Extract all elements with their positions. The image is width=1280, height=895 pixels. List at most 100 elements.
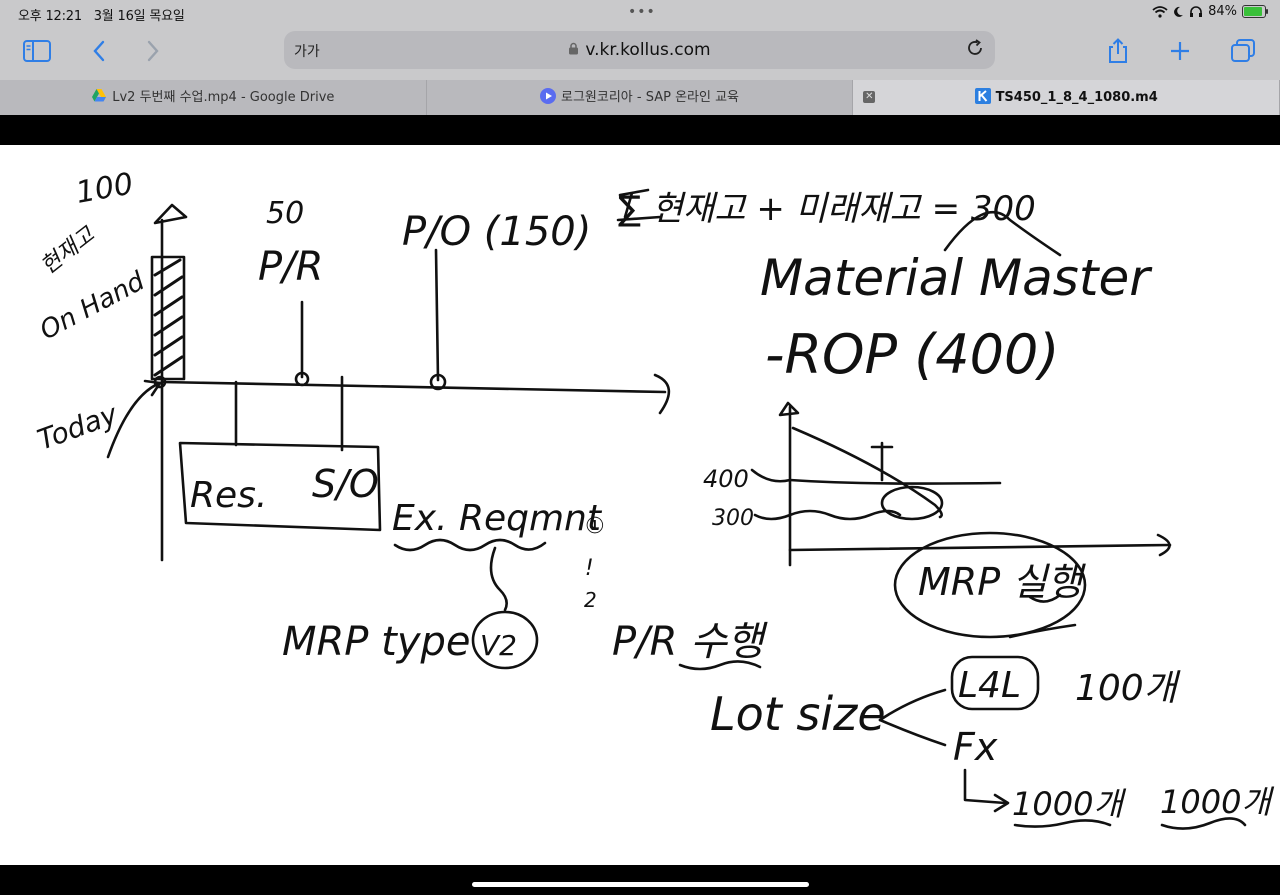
po-pin [434, 248, 440, 382]
graph-arrow-top [778, 401, 800, 417]
share-icon [1109, 38, 1127, 63]
pr-dot [294, 371, 310, 387]
fx-qty2-underline [1160, 817, 1247, 830]
lot-size-label: Lot size [710, 687, 886, 741]
tab-kollus-video[interactable]: ✕ TS450_1_8_4_1080.m4 [853, 80, 1280, 115]
pr-label: P/R [258, 244, 323, 290]
wifi-icon [1152, 5, 1168, 18]
battery-percent: 84% [1208, 4, 1237, 19]
mrp-run-circle [893, 531, 1087, 639]
tab-label: 로그원코리아 - SAP 온라인 교육 [561, 90, 740, 105]
fx-qty1-label: 1000개 [1012, 785, 1126, 823]
kollus-icon [974, 83, 991, 104]
close-tab-icon[interactable]: ✕ [863, 91, 876, 103]
mrp-run-tail [1008, 623, 1077, 639]
po-dot [429, 373, 447, 391]
graph-horizontal-axis [788, 543, 1172, 552]
status-date: 3월 16일 목요일 [93, 9, 185, 24]
formula-text: ∑ 현재고 + 미래재고 = 300 [618, 189, 1036, 229]
forward-button[interactable] [136, 36, 170, 66]
status-time: 오후 12:21 [18, 9, 82, 24]
tab-label: Lv2 두번째 수업.mp4 - Google Drive [112, 90, 335, 105]
today-arrow [106, 381, 162, 459]
whiteboard-frame: 100 현재고 On Hand Today 50 P/R P/O (150) ∑… [0, 145, 1280, 865]
pr-qty-label: 50 [266, 196, 304, 231]
tabs-icon [1231, 39, 1255, 62]
graph-300-label: 300 [712, 506, 754, 531]
tab-google-drive[interactable]: Lv2 두번째 수업.mp4 - Google Drive [0, 80, 427, 115]
timeline-arrow-head [653, 373, 671, 415]
reader-text-size-button[interactable]: 가가 [294, 44, 320, 60]
graph-arrow-right [1156, 533, 1171, 557]
l4l-box [950, 655, 1040, 711]
today-label: Today [33, 397, 122, 456]
axis-arrow-head [153, 203, 188, 225]
tab-bar: Lv2 두번째 수업.mp4 - Google Drive 로그원코리아 - S… [0, 80, 1280, 115]
multitasking-dots[interactable]: ••• [628, 4, 656, 20]
fx-arrow [963, 768, 1007, 805]
today-dot [153, 375, 167, 389]
share-button[interactable] [1101, 36, 1135, 66]
so-label: S/O [312, 462, 379, 506]
formula-sigma [616, 188, 662, 222]
graph-300-wave [753, 509, 902, 521]
exreq-label: Ex. Reqmnt [392, 498, 603, 539]
reload-icon [968, 39, 982, 55]
plus-icon [1171, 42, 1189, 60]
moon-icon [1174, 6, 1184, 17]
sidebar-button[interactable] [20, 36, 54, 66]
mrp-run-label: MRP 실행 [918, 560, 1086, 604]
graph-decline-line [791, 426, 943, 519]
google-drive-icon [91, 83, 107, 102]
home-indicator[interactable] [472, 882, 809, 887]
video-player[interactable]: 100 현재고 On Hand Today 50 P/R P/O (150) ∑… [0, 115, 1280, 895]
marker-3: 2 [584, 588, 597, 612]
pr-generate-underline [678, 660, 762, 671]
fx-qty2-label: 1000개 [1160, 783, 1274, 821]
material-master-label: Material Master [760, 249, 1153, 307]
l4l-qty-label: 100개 [1075, 668, 1181, 709]
url-text: v.kr.kollus.com [585, 40, 711, 60]
lot-branch-lower [878, 718, 947, 747]
graph-crossing-circle [880, 485, 944, 521]
reload-button[interactable] [965, 38, 985, 63]
whiteboard-drawing: 100 현재고 On Hand Today 50 P/R P/O (150) ∑… [33, 166, 1274, 830]
status-right: 84% [1152, 4, 1268, 19]
tab-overview-button[interactable] [1226, 36, 1260, 66]
v2-label: V2 [480, 629, 517, 662]
mrp-type-label: MRP type [282, 619, 471, 665]
formula-arc [943, 210, 1062, 257]
lock-icon [568, 42, 579, 59]
sidebar-icon [23, 40, 51, 62]
url-display[interactable]: v.kr.kollus.com [284, 40, 995, 60]
graph-rop-line [750, 468, 1002, 485]
graph-400-label: 400 [703, 465, 749, 493]
onhand-bar [150, 255, 186, 381]
status-time-date: 오후 12:21 3월 16일 목요일 [18, 5, 185, 24]
graph-cross-marker [870, 441, 894, 482]
res-label: Res. [190, 475, 267, 516]
new-tab-button[interactable] [1163, 36, 1197, 66]
headphones-icon [1190, 5, 1203, 17]
lot-branch-upper [878, 688, 947, 722]
exreq-underline [393, 538, 547, 552]
fx-label: Fx [953, 725, 998, 769]
status-bar: 오후 12:21 3월 16일 목요일 ••• 84% [0, 0, 1280, 26]
v2-circle [471, 610, 539, 670]
exreq-to-v2-line [489, 546, 508, 612]
rop-label: -ROP (400) [765, 323, 1059, 386]
top-left-number: 100 [73, 166, 135, 210]
res-so-box [178, 441, 382, 532]
battery-icon [1242, 5, 1268, 18]
tab-label: TS450_1_8_4_1080.m4 [995, 90, 1158, 105]
onhand-korean-label: 현재고 [36, 222, 100, 280]
tab-sap-education[interactable]: 로그원코리아 - SAP 온라인 교육 [427, 80, 854, 115]
timeline-horizontal-axis [160, 380, 667, 394]
marker-2: ǃ [586, 556, 593, 581]
chevron-right-icon [147, 40, 159, 62]
browser-toolbar: 가가 v.kr.kollus.com [0, 26, 1280, 80]
play-circle-icon [540, 83, 556, 104]
pr-generate-label: P/R 수행 [612, 619, 768, 665]
address-bar[interactable]: 가가 v.kr.kollus.com [284, 31, 995, 69]
back-button[interactable] [82, 36, 116, 66]
